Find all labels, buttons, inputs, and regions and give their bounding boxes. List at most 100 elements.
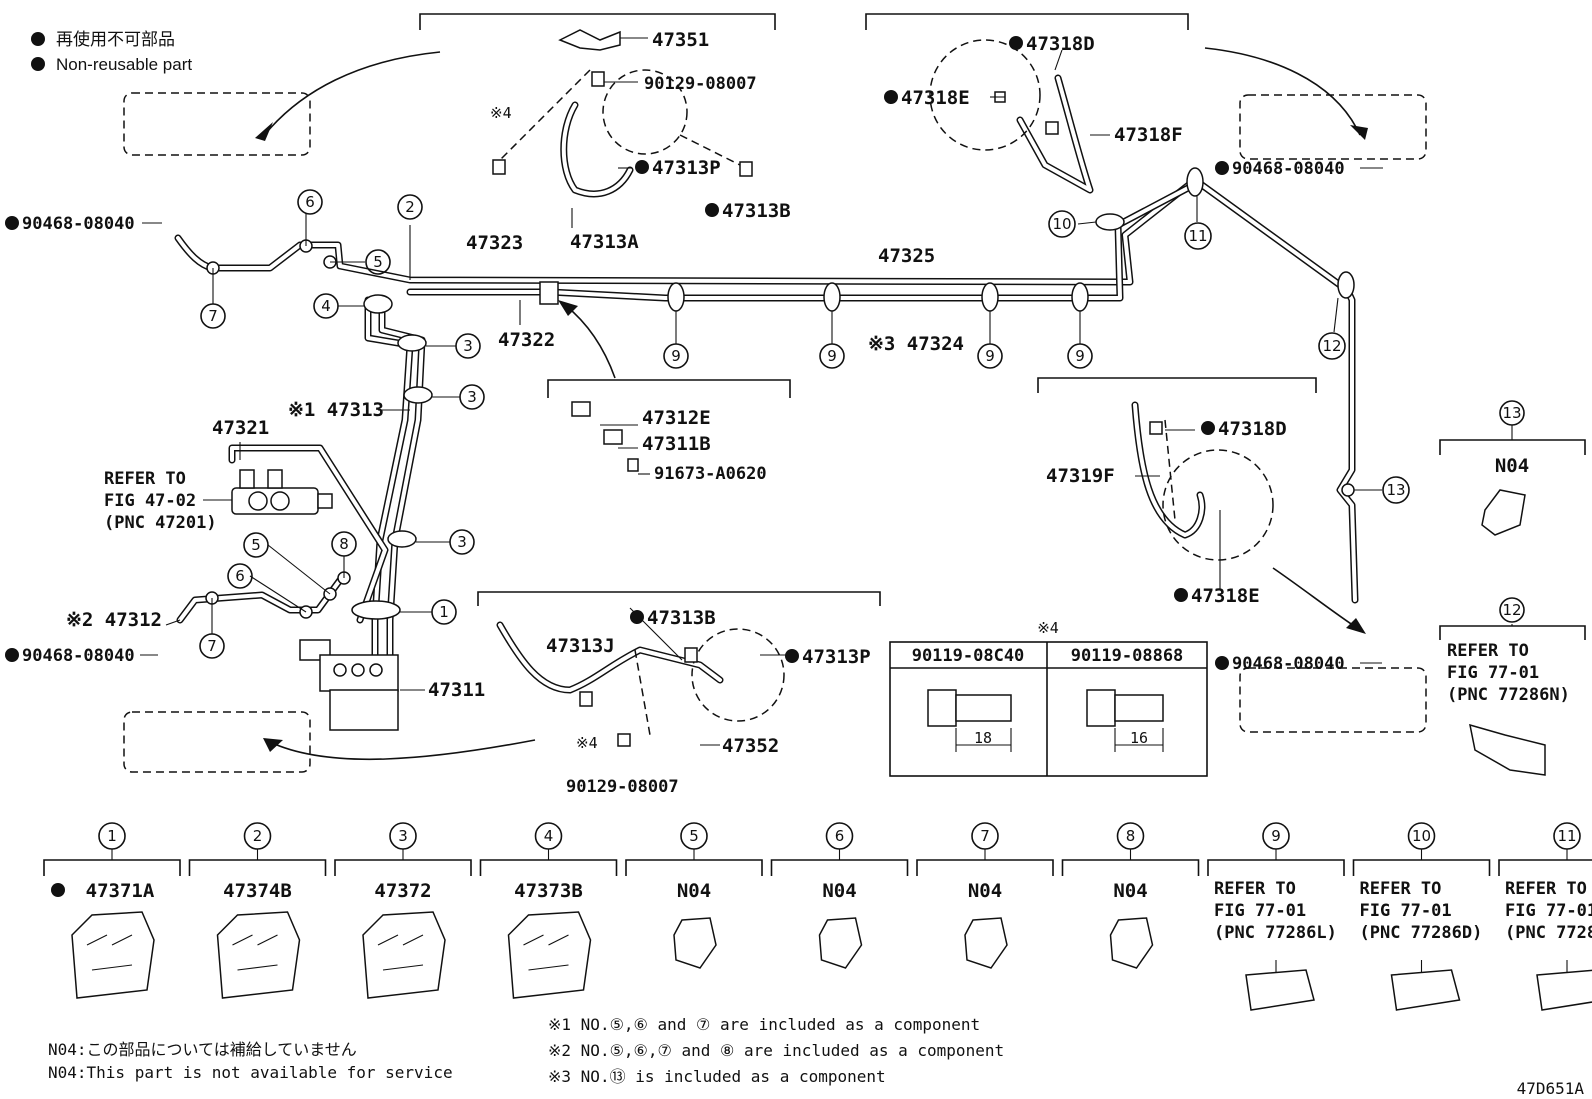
callout-9: 9 xyxy=(985,347,995,365)
legend-english: Non-reusable part xyxy=(56,55,192,74)
callout-13: 13 xyxy=(1386,481,1405,499)
callout-8: 8 xyxy=(339,535,349,553)
label-47325: 47325 xyxy=(878,245,935,267)
group-bracket xyxy=(1439,625,1586,640)
location-box xyxy=(1239,94,1427,160)
callout-number: 1 xyxy=(107,827,117,845)
bolt-shank-icon xyxy=(1114,694,1164,722)
footnote-n04-jp: N04:この部品については補給していません xyxy=(48,1040,357,1059)
callout-3: 3 xyxy=(463,337,473,355)
legend-japanese: 再使用不可部品 xyxy=(56,29,175,49)
label-47319F: 47319F xyxy=(1046,465,1115,487)
callout-number: 7 xyxy=(980,827,990,845)
leader-lines xyxy=(140,37,1383,746)
callout-3: 3 xyxy=(457,533,467,551)
master-cylinder xyxy=(231,469,333,515)
bottom-part-label: N04 xyxy=(822,880,856,902)
bolt-icon xyxy=(627,458,639,472)
group-bracket xyxy=(1061,859,1200,876)
bolt-icon xyxy=(579,691,593,707)
arrow xyxy=(564,304,616,379)
clip-13-icon xyxy=(1481,489,1526,536)
bottom-part-label: N04 xyxy=(968,880,1002,902)
bolt-icon xyxy=(684,647,698,663)
group-bracket xyxy=(1352,859,1491,876)
group-bracket xyxy=(625,859,763,876)
label-47324: ※3 47324 xyxy=(868,333,964,355)
label-47318D: 47318D xyxy=(1218,418,1287,440)
bolt-table: ※4 90119-08C40 90119-08868 18 16 xyxy=(889,619,1208,777)
nonreusable-dot-icon xyxy=(31,32,45,46)
refer-12-line1: REFER TO xyxy=(1447,641,1529,661)
svg-text:13: 13 xyxy=(1502,404,1521,422)
group-bracket xyxy=(1439,439,1586,455)
clip-icon xyxy=(1390,969,1461,1011)
callout-10: 10 xyxy=(1052,215,1071,233)
clip-4 xyxy=(363,294,393,314)
label-47313P: 47313P xyxy=(652,157,721,179)
bolt-icon xyxy=(617,733,631,747)
label-90129-08007: 90129-08007 xyxy=(644,74,757,94)
bottom-part-label: 47373B xyxy=(514,880,583,902)
location-box xyxy=(123,92,311,156)
callout-number: 8 xyxy=(1126,827,1136,845)
group-bracket xyxy=(1207,859,1345,876)
clip-icon xyxy=(673,917,717,969)
clamp-icon xyxy=(362,911,446,999)
callout-3: 3 xyxy=(467,388,477,406)
callout-6: 6 xyxy=(235,567,245,585)
clamp-icon xyxy=(507,911,592,999)
part-labels: 47351 90129-08007 ※4 47313P 47313B 47313… xyxy=(5,29,1345,797)
callout-number: 11 xyxy=(1557,827,1576,845)
callout-9: 9 xyxy=(1075,347,1085,365)
arrow xyxy=(1204,47,1361,136)
callout-number: 3 xyxy=(398,827,408,845)
detail-circle xyxy=(691,628,785,722)
group-bracket xyxy=(334,859,472,876)
callout-7: 7 xyxy=(208,307,218,325)
clip-1 xyxy=(351,600,401,620)
bolt-icon xyxy=(492,159,506,175)
group-bracket xyxy=(43,859,181,876)
callout-9: 9 xyxy=(671,347,681,365)
refer-line: FIG 77-01 xyxy=(1360,901,1452,921)
callout-9: 9 xyxy=(827,347,837,365)
footnote-2: ※2 NO.⑤,⑥,⑦ and ⑧ are included as a comp… xyxy=(548,1041,1004,1060)
callout-12: 12 xyxy=(1322,337,1341,355)
refer-line: (PNC 77286L) xyxy=(1214,923,1337,943)
refer-47201-line1: REFER TO xyxy=(104,469,186,489)
clip-icon xyxy=(964,917,1008,969)
refer-12-line2: FIG 77-01 xyxy=(1447,663,1539,683)
clip-icon xyxy=(1245,969,1315,1011)
label-47312: ※2 47312 xyxy=(66,609,162,631)
bracket-47312E xyxy=(571,401,591,417)
table-header-1: 90119-08C40 xyxy=(912,646,1025,666)
table-note: ※4 xyxy=(1037,619,1059,637)
callout-11: 11 xyxy=(1188,227,1207,245)
callout-2: 2 xyxy=(405,198,415,216)
group-bracket xyxy=(477,591,881,606)
label-47311B: 47311B xyxy=(642,433,711,455)
refer-line: REFER TO xyxy=(1214,879,1296,899)
arrow-head-icon xyxy=(558,300,578,316)
callout-5: 5 xyxy=(373,253,383,271)
arrow xyxy=(261,51,441,139)
bottom-part-label: 47374B xyxy=(223,880,292,902)
label-47318D: 47318D xyxy=(1026,33,1095,55)
arrow xyxy=(269,739,536,761)
arrow-head-icon xyxy=(1350,125,1368,140)
arrow xyxy=(1272,567,1361,631)
label-47313A: 47313A xyxy=(570,231,639,253)
bottom-parts-row: 147371A247374B347372447373B5N046N047N048… xyxy=(43,822,1592,1011)
detail-circle xyxy=(1162,449,1274,561)
dashed-leader xyxy=(634,649,651,736)
arrow-head-icon xyxy=(255,122,273,141)
footnote-n04-en: N04:This part is not available for servi… xyxy=(48,1063,453,1082)
